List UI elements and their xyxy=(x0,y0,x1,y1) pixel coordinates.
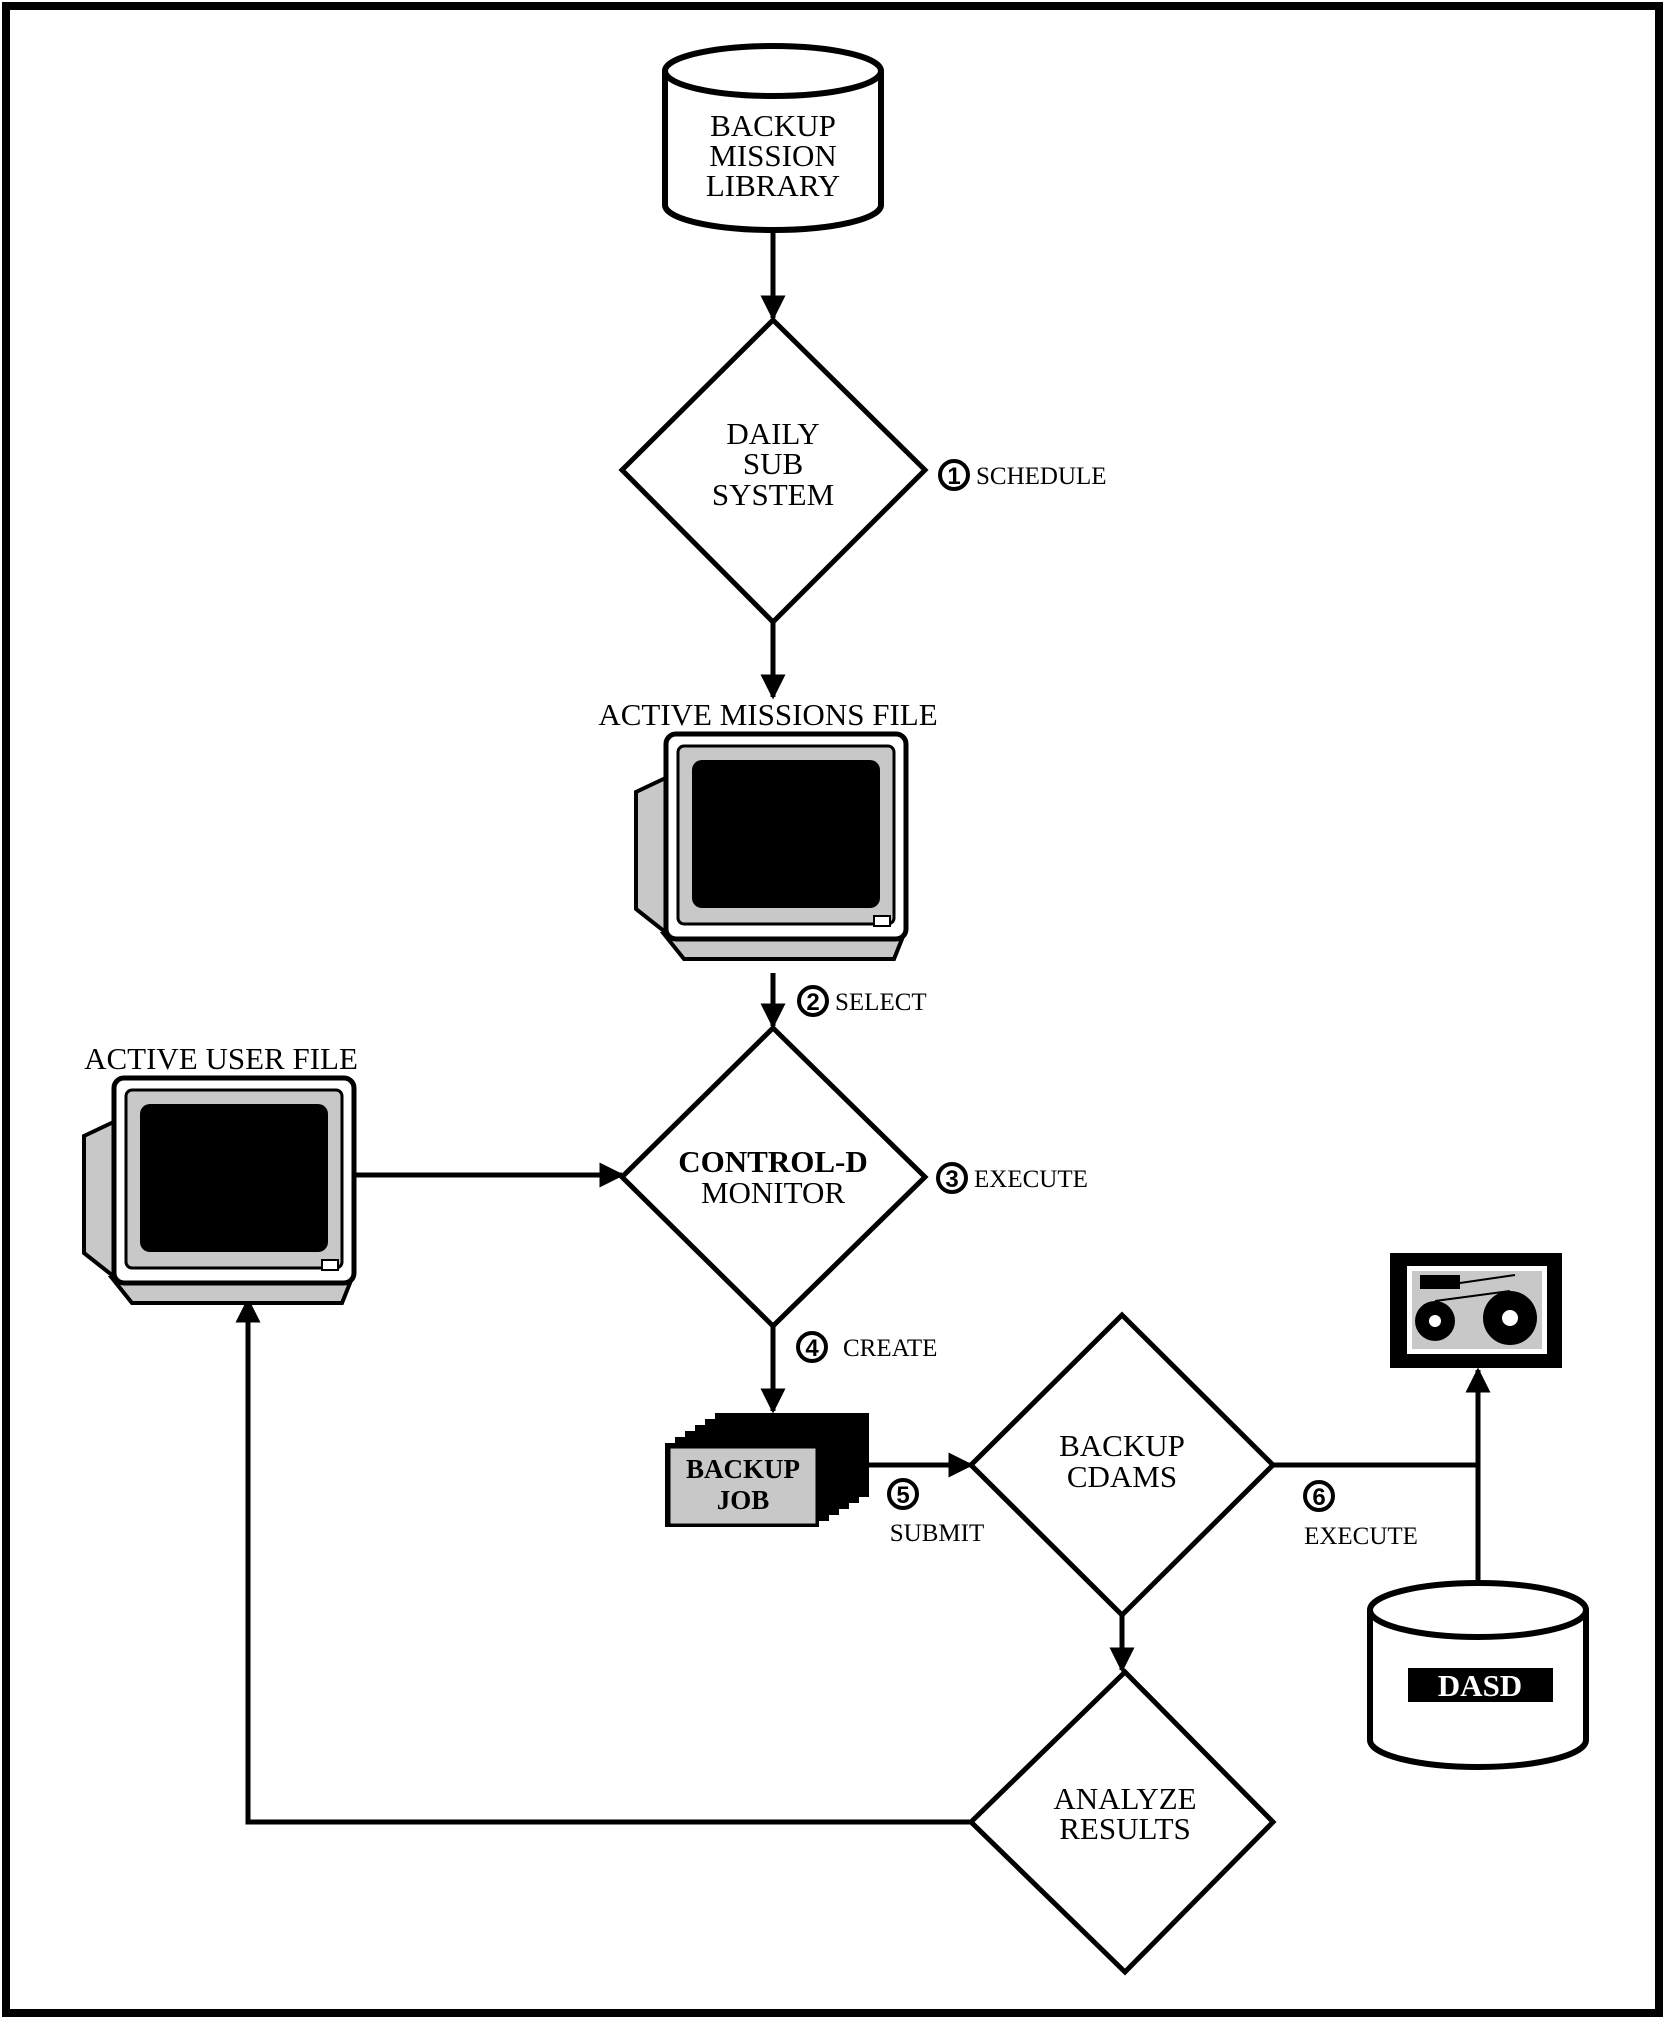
step-1: 1 SCHEDULE xyxy=(938,459,1107,491)
step-1-number: 1 xyxy=(947,463,960,490)
analyze-label-line1: ANALYZE xyxy=(1053,1781,1196,1816)
backup-job-label-line2: JOB xyxy=(717,1485,770,1515)
backup-mission-library-node: BACKUP MISSION LIBRARY xyxy=(662,43,884,233)
tape-drive-icon xyxy=(1390,1253,1562,1368)
backup-job-node: BACKUP JOB xyxy=(665,1413,869,1527)
step-5-number: 5 xyxy=(896,1482,909,1509)
connectors xyxy=(235,230,1491,1825)
step-4-number: 4 xyxy=(805,1335,819,1362)
step-5-label: SUBMIT xyxy=(890,1520,984,1547)
daily-sub-system-node: DAILY SUB SYSTEM xyxy=(618,316,929,626)
library-label-line1: BACKUP xyxy=(710,108,836,143)
step-number-badge xyxy=(938,459,970,491)
step-5: 5 SUBMIT xyxy=(887,1478,984,1547)
control-d-label: CONTROL-D xyxy=(678,1144,867,1179)
step-number-badge xyxy=(797,985,829,1017)
computer-monitor-icon xyxy=(634,731,909,961)
daily-label-line3: SYSTEM xyxy=(712,477,834,512)
dasd-cylinder-top xyxy=(1367,1580,1589,1640)
step-2-label: SELECT xyxy=(835,989,927,1016)
step-3-label: EXECUTE xyxy=(974,1166,1088,1193)
step-number-badge xyxy=(1303,1480,1335,1512)
active-user-file-node: ACTIVE USER FILE xyxy=(82,1041,358,1305)
analyze-diamond xyxy=(967,1668,1277,1976)
backup-job-label-line1: BACKUP xyxy=(686,1454,800,1484)
step-1-label: SCHEDULE xyxy=(976,463,1107,490)
control-d-diamond xyxy=(618,1024,929,1330)
dasd-node: DASD xyxy=(1367,1580,1589,1770)
step-3-number: 3 xyxy=(945,1166,958,1193)
step-2-number: 2 xyxy=(806,989,819,1016)
analyze-results-node: ANALYZE RESULTS xyxy=(967,1668,1277,1976)
step-2: 2 SELECT xyxy=(797,985,927,1017)
dasd-label-box xyxy=(1408,1668,1553,1702)
step-6-number: 6 xyxy=(1312,1484,1325,1511)
analyze-label-line2: RESULTS xyxy=(1059,1811,1191,1846)
step-number-badge xyxy=(796,1331,828,1363)
daily-label-line2: SUB xyxy=(743,446,803,481)
backup-cdams-node: BACKUP CDAMS xyxy=(967,1311,1277,1619)
user-file-label: ACTIVE USER FILE xyxy=(84,1041,358,1076)
daily-diamond xyxy=(618,316,929,626)
cdams-label-line1: BACKUP xyxy=(1059,1428,1185,1463)
dasd-label: DASD xyxy=(1438,1668,1522,1703)
step-6-label: EXECUTE xyxy=(1304,1523,1418,1550)
step-6: 6 EXECUTE xyxy=(1303,1480,1418,1550)
cdams-label-line2: CDAMS xyxy=(1067,1459,1177,1494)
step-4-label: CREATE xyxy=(843,1335,937,1362)
library-label-line2: MISSION xyxy=(709,138,836,173)
cylinder-top xyxy=(662,43,884,99)
step-number-badge xyxy=(936,1162,968,1194)
monitor-label: MONITOR xyxy=(701,1175,845,1210)
active-missions-file-node: ACTIVE MISSIONS FILE xyxy=(598,697,938,961)
cdams-diamond xyxy=(967,1311,1277,1619)
missions-file-label: ACTIVE MISSIONS FILE xyxy=(598,697,937,732)
job-stack-icon xyxy=(665,1413,869,1527)
step-4: 4 CREATE xyxy=(796,1331,937,1363)
step-3: 3 EXECUTE xyxy=(936,1162,1088,1194)
database-cylinder-icon xyxy=(662,71,884,233)
arrow-analyze-to-userfile xyxy=(235,1297,971,1825)
control-d-monitor-node: CONTROL-D MONITOR xyxy=(618,1024,929,1330)
daily-label-line1: DAILY xyxy=(726,416,819,451)
step-number-badge xyxy=(887,1478,919,1510)
library-label-line3: LIBRARY xyxy=(706,168,840,203)
computer-monitor-icon xyxy=(82,1075,357,1305)
